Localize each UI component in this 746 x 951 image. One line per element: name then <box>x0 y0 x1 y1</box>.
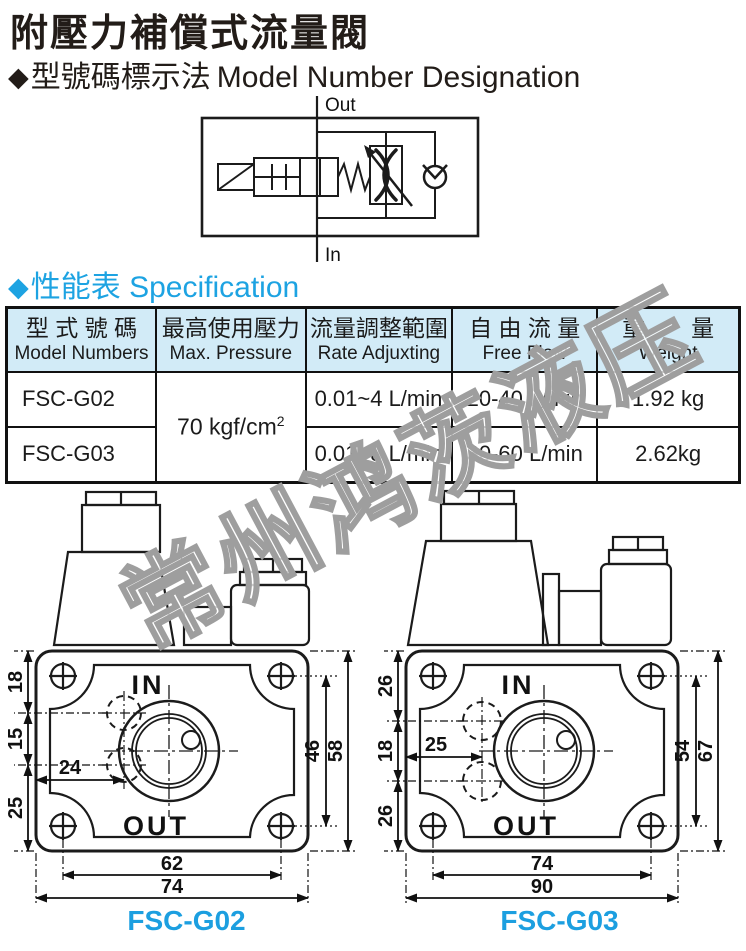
dim-left-3: 26 <box>376 805 397 827</box>
plate-view <box>34 649 310 853</box>
dim-bottom-outer: 90 <box>531 876 553 898</box>
dim-right-outer: 67 <box>695 740 717 762</box>
corner-screws <box>49 662 295 840</box>
model-value: FSC-G02 <box>5 370 158 428</box>
dimension-lines <box>393 650 723 903</box>
dim-port-offset: 24 <box>59 757 82 779</box>
throttle-valve-symbol <box>369 145 403 205</box>
drawing-fsc-g03: IN OUT <box>376 489 728 903</box>
table-row: FSC-G03 0.01~8 L/min 30-60 L/min 2.62kg <box>5 425 741 484</box>
center-port <box>479 685 613 817</box>
dim-right-inner: 46 <box>302 740 324 762</box>
corner-screws <box>419 662 665 840</box>
in-port-label: IN <box>132 670 165 700</box>
adjust-arrow <box>365 147 413 207</box>
dim-bottom-outer: 74 <box>161 876 184 898</box>
plate-view <box>404 649 680 853</box>
diamond-icon: ◆ <box>8 62 29 92</box>
drawing-captions: FSC-G02 FSC-G03 <box>0 905 746 937</box>
dimension-lines <box>23 650 353 903</box>
out-port-label: OUT <box>493 811 559 841</box>
pilot-symbol <box>217 163 255 191</box>
drawing-fsc-g02: IN OUT <box>6 490 358 903</box>
pressure-value: 70 kgf/cm2 <box>155 370 307 484</box>
model-value: FSC-G03 <box>5 425 158 484</box>
dim-left-1: 18 <box>6 671 27 693</box>
in-port-label: IN <box>502 670 535 700</box>
circuit-in-label: In <box>325 245 341 264</box>
page-title: 附壓力補償式流量閥 <box>10 13 371 55</box>
rate-value: 0.01~8 L/min <box>304 425 454 484</box>
dim-port-offset: 25 <box>425 734 447 756</box>
subtitle-en: Model Number Designation <box>216 61 581 94</box>
table-row: FSC-G02 70 kgf/cm2 0.01~4 L/min 20-40 L/… <box>5 370 741 484</box>
dim-bottom-inner: 62 <box>161 853 183 875</box>
caption-fsc-g02: FSC-G02 <box>127 905 246 936</box>
technical-drawings: IN OUT <box>6 479 742 909</box>
circuit-out-label: Out <box>325 95 356 116</box>
specification-section-heading: ◆性能表 Specification <box>8 262 299 306</box>
side-ports <box>458 697 506 805</box>
side-view <box>406 489 673 647</box>
dim-left-1: 26 <box>376 675 397 697</box>
freeflow-value: 30-60 L/min <box>451 425 599 484</box>
rate-value: 0.01~4 L/min <box>304 370 454 428</box>
arrowhead <box>364 145 376 158</box>
diamond-icon: ◆ <box>8 272 29 302</box>
caption-fsc-g03: FSC-G03 <box>500 905 619 936</box>
dim-right-inner: 54 <box>672 739 694 762</box>
inner-envelope <box>316 131 436 219</box>
spring-symbol <box>337 160 371 194</box>
dim-right-outer: 58 <box>325 740 347 762</box>
out-port-label: OUT <box>123 811 189 841</box>
dim-left-2: 15 <box>6 728 27 750</box>
hydraulic-circuit-diagram: Out In <box>190 94 510 269</box>
spec-heading-en: Specification <box>129 271 300 304</box>
spec-heading-zh: 性能表 <box>30 271 121 304</box>
valve-envelope <box>200 116 480 238</box>
subtitle-zh: 型號碼標示法 <box>30 61 211 94</box>
circuit-svg: Out In <box>200 95 480 266</box>
side-view <box>52 490 311 647</box>
freeflow-value: 20-40 L/min <box>451 370 599 428</box>
weight-value: 1.92 kg <box>596 370 741 428</box>
dim-bottom-inner: 74 <box>531 853 554 875</box>
dim-left-2: 18 <box>376 740 397 762</box>
dim-left-3: 25 <box>6 797 27 819</box>
weight-value: 2.62kg <box>596 425 741 484</box>
